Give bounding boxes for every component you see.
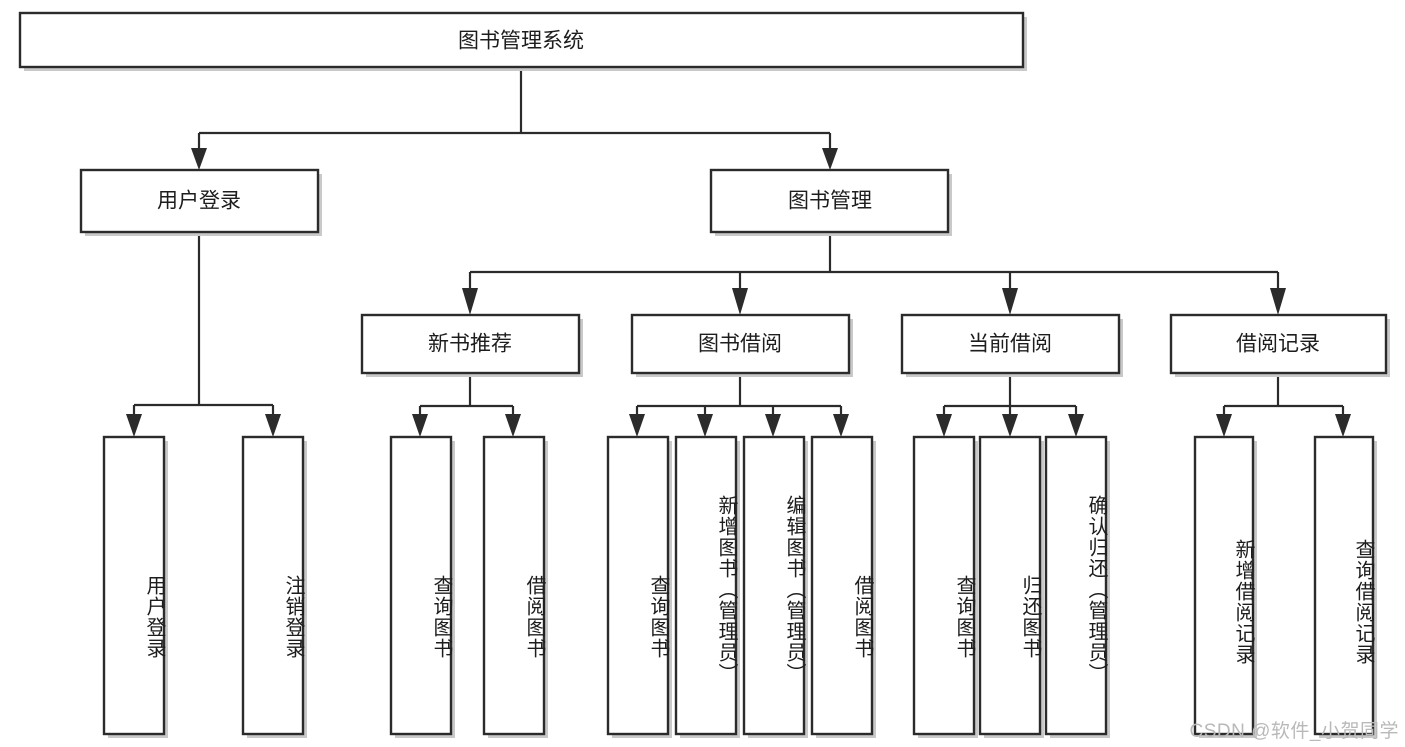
node-user-login-label: 用户登录 <box>157 190 241 213</box>
csdn-watermark: CSDN @软件_小贺同学 <box>1189 721 1399 742</box>
node-new-book-recommend-label: 新书推荐 <box>428 333 512 356</box>
leaf-node-borrow-record-2[interactable] <box>1313 435 1377 738</box>
leaf-node-book-borrow-4[interactable] <box>810 435 876 738</box>
leaf-node-current-borrow-1[interactable] <box>912 435 978 738</box>
arrow-head-leaf-bookborrow-3 <box>765 414 781 437</box>
arrow-head-leaf-newbook-1 <box>412 414 428 437</box>
arrow-head-leaf-currentborrow-1 <box>936 414 952 437</box>
node-book-management-label: 图书管理 <box>788 190 872 213</box>
arrow-head-borrowrecord <box>1270 288 1286 315</box>
node-current-borrow-label: 当前借阅 <box>968 333 1052 356</box>
arrow-head-leaf-user-1 <box>126 414 142 437</box>
connector-layer <box>126 67 1351 437</box>
node-book-borrow-label: 图书借阅 <box>698 333 782 356</box>
node-new-book-recommend[interactable]: 新书推荐 <box>360 313 583 377</box>
leaf-node-book-borrow-3[interactable] <box>742 435 808 738</box>
node-book-management[interactable]: 图书管理 <box>709 168 952 236</box>
node-root-label: 图书管理系统 <box>458 30 584 53</box>
node-root[interactable]: 图书管理系统 <box>18 11 1027 71</box>
arrow-head-userlogin <box>191 148 207 170</box>
leaf-node-current-borrow-3[interactable] <box>1044 435 1110 738</box>
arrow-head-newbook <box>462 288 478 315</box>
arrow-head-currentborrow <box>1002 288 1018 315</box>
leaf-node-user-login-2[interactable] <box>241 435 307 738</box>
node-borrow-record[interactable]: 借阅记录 <box>1169 313 1390 377</box>
node-book-borrow[interactable]: 图书借阅 <box>630 313 853 377</box>
leaf-node-current-borrow-2[interactable] <box>978 435 1044 738</box>
leaf-node-user-login-1[interactable] <box>102 435 168 738</box>
arrow-head-leaf-borrowrecord-1 <box>1216 414 1232 437</box>
leaf-node-book-borrow-1[interactable] <box>606 435 672 738</box>
node-current-borrow[interactable]: 当前借阅 <box>900 313 1123 377</box>
arrow-head-leaf-bookborrow-1 <box>629 414 645 437</box>
arrow-head-leaf-borrowrecord-2 <box>1335 414 1351 437</box>
arrow-head-leaf-newbook-2 <box>505 414 521 437</box>
node-user-login[interactable]: 用户登录 <box>79 168 322 236</box>
arrow-head-bookmgmt <box>822 148 838 170</box>
arrow-head-leaf-user-2 <box>265 414 281 437</box>
arrow-head-leaf-currentborrow-3 <box>1068 414 1084 437</box>
leaf-node-new-book-1[interactable] <box>389 435 455 738</box>
leaf-node-new-book-2[interactable] <box>482 435 548 738</box>
leaf-node-borrow-record-1[interactable] <box>1193 435 1257 738</box>
arrow-head-leaf-bookborrow-2 <box>697 414 713 437</box>
node-borrow-record-label: 借阅记录 <box>1236 333 1320 356</box>
arrow-head-leaf-bookborrow-4 <box>833 414 849 437</box>
arrow-head-leaf-currentborrow-2 <box>1002 414 1018 437</box>
leaf-node-book-borrow-2[interactable] <box>674 435 740 738</box>
arrow-head-bookborrow <box>732 288 748 315</box>
